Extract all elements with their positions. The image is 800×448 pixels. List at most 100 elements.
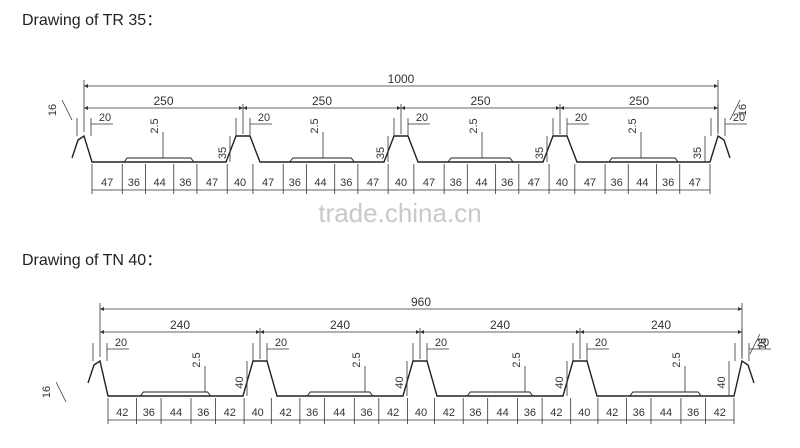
pitch-label: 240 bbox=[490, 318, 510, 332]
pan-stiffener bbox=[140, 391, 211, 397]
bottom-segment-label: 36 bbox=[197, 407, 209, 419]
bottom-segment-label: 36 bbox=[662, 177, 674, 189]
top-width-label: 20 bbox=[258, 112, 270, 124]
profile-outline bbox=[71, 134, 731, 163]
rib-height-label: 35 bbox=[692, 147, 704, 159]
rib-height-label: 40 bbox=[716, 376, 728, 388]
total-dimension-line-arrow bbox=[714, 84, 718, 88]
bottom-segment-label: 36 bbox=[450, 177, 462, 189]
bottom-segment-label: 44 bbox=[314, 177, 326, 189]
stiffener-label: 2.5 bbox=[627, 118, 639, 133]
bottom-segment-label: 36 bbox=[179, 177, 191, 189]
bottom-segment-label: 36 bbox=[143, 407, 155, 419]
total-dimension-line-arrow bbox=[84, 84, 88, 88]
bottom-segment-label: 36 bbox=[340, 177, 352, 189]
drawing-title-tr35: Drawing of TR 35： bbox=[22, 12, 163, 29]
top-width-label: 20 bbox=[733, 112, 745, 124]
edge-leader bbox=[729, 99, 741, 121]
bottom-segment-label: 44 bbox=[333, 407, 345, 419]
bottom-segment-label: 42 bbox=[714, 407, 726, 419]
pitch-label: 250 bbox=[470, 94, 490, 108]
pitch-dimension-line-arrow bbox=[738, 330, 742, 334]
rib-height-label: 35 bbox=[534, 147, 546, 159]
edge-label-left: 16 bbox=[41, 386, 53, 398]
total-width-label: 1000 bbox=[388, 72, 415, 86]
total-dimension-line-arrow bbox=[100, 307, 104, 311]
top-width-label: 20 bbox=[757, 337, 769, 349]
total-dimension-line-arrow bbox=[738, 307, 742, 311]
bottom-segment-label: 42 bbox=[116, 407, 128, 419]
pitch-label: 240 bbox=[170, 318, 190, 332]
bottom-segment-label: 42 bbox=[443, 407, 455, 419]
pitch-dimension-line-arrow bbox=[243, 106, 247, 110]
bottom-segment-label: 40 bbox=[578, 407, 590, 419]
edge-leader bbox=[55, 381, 67, 403]
rib-height-label: 40 bbox=[554, 376, 566, 388]
top-width-label: 20 bbox=[115, 337, 127, 349]
bottom-segment-label: 47 bbox=[367, 177, 379, 189]
pitch-dimension-line-arrow bbox=[556, 106, 560, 110]
total-width-label: 960 bbox=[411, 295, 431, 309]
bottom-segment-label: 36 bbox=[306, 407, 318, 419]
stiffener-label: 2.5 bbox=[309, 118, 321, 133]
pitch-dimension-line-arrow bbox=[397, 106, 401, 110]
edge-label-right: 16 bbox=[757, 338, 769, 350]
pitch-label: 240 bbox=[330, 318, 350, 332]
bottom-segment-label: 36 bbox=[289, 177, 301, 189]
pitch-dimension-line-arrow bbox=[420, 330, 424, 334]
bottom-segment-label: 36 bbox=[128, 177, 140, 189]
stiffener-label: 2.5 bbox=[511, 352, 523, 367]
stiffener-label: 2.5 bbox=[671, 352, 683, 367]
pitch-dimension-line-arrow bbox=[580, 330, 584, 334]
top-width-label: 20 bbox=[416, 112, 428, 124]
bottom-segment-label: 36 bbox=[524, 407, 536, 419]
pitch-dimension-line-arrow bbox=[84, 106, 88, 110]
watermark: trade.china.cn bbox=[318, 198, 481, 228]
bottom-segment-label: 47 bbox=[101, 177, 113, 189]
top-width-label: 20 bbox=[275, 337, 287, 349]
bottom-segment-label: 44 bbox=[660, 407, 672, 419]
bottom-segment-label: 36 bbox=[501, 177, 513, 189]
profile-outline bbox=[87, 359, 755, 397]
drawing-title-tn40: Drawing of TN 40： bbox=[22, 252, 163, 269]
pitch-label: 250 bbox=[153, 94, 173, 108]
pan-stiffener bbox=[306, 391, 374, 397]
pan-stiffener bbox=[447, 157, 514, 163]
pan-stiffener bbox=[123, 157, 195, 163]
bottom-segment-label: 36 bbox=[360, 407, 372, 419]
pitch-dimension-line-arrow bbox=[714, 106, 718, 110]
bottom-segment-label: 42 bbox=[279, 407, 291, 419]
top-width-label: 20 bbox=[99, 112, 111, 124]
stiffener-label: 2.5 bbox=[149, 118, 161, 133]
bottom-segment-label: 36 bbox=[687, 407, 699, 419]
pitch-dimension-line-arrow bbox=[401, 106, 405, 110]
bottom-segment-label: 47 bbox=[262, 177, 274, 189]
top-width-label: 20 bbox=[595, 337, 607, 349]
pan-stiffener bbox=[289, 157, 355, 163]
bottom-segment-label: 40 bbox=[234, 177, 246, 189]
pan-stiffener bbox=[629, 391, 702, 397]
bottom-segment-label: 42 bbox=[387, 407, 399, 419]
bottom-segment-label: 44 bbox=[153, 177, 165, 189]
pan-stiffener bbox=[608, 157, 679, 163]
bottom-segment-label: 40 bbox=[395, 177, 407, 189]
bottom-segment-label: 47 bbox=[528, 177, 540, 189]
bottom-segment-label: 40 bbox=[556, 177, 568, 189]
pitch-label: 240 bbox=[651, 318, 671, 332]
stiffener-label: 2.5 bbox=[468, 118, 480, 133]
bottom-segment-label: 36 bbox=[469, 407, 481, 419]
bottom-segment-label: 42 bbox=[224, 407, 236, 419]
rib-height-label: 35 bbox=[375, 147, 387, 159]
bottom-segment-label: 36 bbox=[633, 407, 645, 419]
pitch-label: 250 bbox=[312, 94, 332, 108]
edge-leader bbox=[749, 333, 761, 355]
edge-label-right: 16 bbox=[737, 104, 749, 116]
bottom-segment-label: 47 bbox=[689, 177, 701, 189]
pitch-dimension-line-arrow bbox=[239, 106, 243, 110]
bottom-segment-label: 36 bbox=[611, 177, 623, 189]
pitch-dimension-line-arrow bbox=[256, 330, 260, 334]
bottom-segment-label: 44 bbox=[636, 177, 648, 189]
rib-height-label: 40 bbox=[234, 376, 246, 388]
rib-height-label: 35 bbox=[217, 147, 229, 159]
